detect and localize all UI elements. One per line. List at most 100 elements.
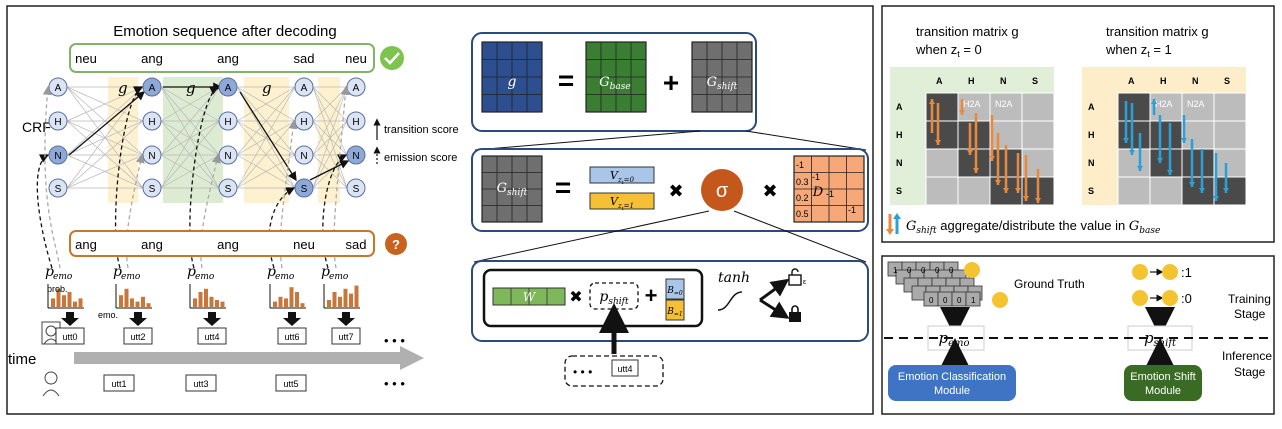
transition-line — [236, 154, 296, 189]
crf-node-label: S — [301, 184, 308, 195]
crf-node-label: H — [300, 117, 307, 128]
crf-node-label: N — [352, 151, 359, 162]
decoded-label: ang — [217, 51, 239, 66]
matrix-cell — [1149, 120, 1183, 150]
tanh-label: tanh — [718, 270, 750, 286]
hist-bar — [130, 298, 134, 308]
hist-bar — [220, 301, 225, 308]
utt-bubble — [103, 374, 135, 392]
g-shift-label-2: Gshift — [497, 181, 528, 198]
matrix-cell — [1213, 120, 1247, 150]
path-arrow-1 — [68, 91, 145, 156]
matrix-row-header: A — [896, 102, 903, 112]
matrix-header-row — [890, 67, 1054, 93]
hist-bar — [215, 300, 219, 308]
hist-bar — [284, 298, 288, 308]
g-shift-arrowhead — [1123, 138, 1129, 143]
emission-curve-faint — [279, 119, 298, 269]
transition-line — [160, 154, 220, 189]
crf-node-label: N — [300, 151, 307, 162]
equals-sign-2: = — [555, 172, 571, 203]
emotion-shift-module — [1124, 365, 1202, 401]
band-3 — [244, 77, 289, 203]
p-emo-label: p — [45, 264, 54, 280]
hist-bar — [141, 296, 145, 308]
transition-line — [160, 120, 220, 189]
hist-bar — [73, 301, 77, 308]
emoji-shift1-b — [1162, 264, 1178, 280]
crf-node-label: H — [352, 117, 359, 128]
p-emo-label: p — [113, 264, 122, 280]
matrix-col-header: A — [936, 76, 943, 86]
lock-icon — [789, 305, 801, 322]
v1-vector — [589, 192, 655, 210]
crf-node — [294, 145, 314, 165]
transition-line — [312, 86, 348, 189]
matrix-cell — [925, 176, 959, 206]
up-down-arrows-icon — [886, 213, 901, 235]
g-base-matrix — [585, 41, 647, 113]
transition-line — [312, 86, 348, 156]
d-value: -1 — [812, 172, 820, 182]
w-grid — [510, 288, 548, 305]
hist-bar — [332, 292, 337, 308]
plus-sign-1: + — [663, 67, 679, 98]
connector-2 — [745, 130, 867, 151]
g-shift-arrowhead — [973, 168, 979, 173]
p-emo-label: p — [321, 264, 330, 280]
matrix-col-header: H — [968, 76, 975, 86]
emission-curve-faint — [125, 153, 145, 269]
crf-node-label: S — [225, 184, 232, 195]
transition-line — [66, 154, 144, 189]
speaker2-icon — [42, 371, 60, 397]
hist-bar — [204, 288, 208, 308]
g-shift-arrowhead — [1223, 188, 1229, 193]
matrix-cell — [925, 148, 959, 178]
g-label-1: g — [118, 79, 128, 97]
utt-bubble — [275, 374, 307, 392]
emo-label: emo. — [98, 310, 118, 320]
input-utt-label: utt4 — [617, 364, 632, 374]
p-emo-sub: emo — [53, 272, 73, 282]
matrix-cell — [989, 120, 1023, 150]
matrix-col-header: A — [1128, 76, 1135, 86]
crf-node — [294, 77, 314, 97]
branch-arrow-up — [759, 278, 790, 302]
decoded-sequence-box — [69, 43, 375, 73]
hist-bar — [338, 296, 342, 308]
gt-value: 0 — [935, 266, 940, 275]
utt-bubble — [197, 327, 227, 345]
hist-down-arrow — [203, 312, 221, 326]
g-shift-arrowhead — [1167, 170, 1173, 175]
hist-bar — [349, 293, 353, 308]
connector-3 — [473, 210, 710, 263]
crf-node-label: S — [353, 184, 360, 195]
g-shift-arrowhead — [1035, 198, 1041, 203]
inference-stage-line1: Inference — [1222, 349, 1272, 363]
matrix-cell — [1181, 176, 1215, 206]
utt-label: utt6 — [284, 332, 299, 342]
question-mark: ? — [392, 237, 400, 252]
g-shift-arrowhead — [1023, 196, 1029, 201]
utt-label: utt5 — [283, 379, 298, 389]
matrix-cell — [1181, 148, 1215, 178]
matrix-cell — [1117, 92, 1151, 122]
v0-label: Vzt=0 — [610, 169, 635, 186]
g-shift-arrowhead — [929, 99, 935, 104]
cell-label-h2a: H2A — [963, 99, 981, 109]
plus-sign-2: + — [645, 283, 658, 308]
g-shift-arrowhead — [1151, 99, 1157, 104]
matrix-cell — [1117, 176, 1151, 206]
crf-node-label: A — [353, 83, 360, 94]
hist-bar — [278, 296, 283, 308]
emission-score-label: emission score — [384, 152, 457, 164]
crf-node-label: A — [225, 83, 232, 94]
b1-label: B=1 — [666, 307, 682, 318]
times-sign-2: ✖ — [762, 181, 777, 201]
shift-0-label: :0 — [1181, 291, 1192, 306]
matrix-cell — [957, 92, 991, 122]
connector-1 — [474, 130, 701, 151]
ground-truth-label: Ground Truth — [1014, 277, 1085, 291]
